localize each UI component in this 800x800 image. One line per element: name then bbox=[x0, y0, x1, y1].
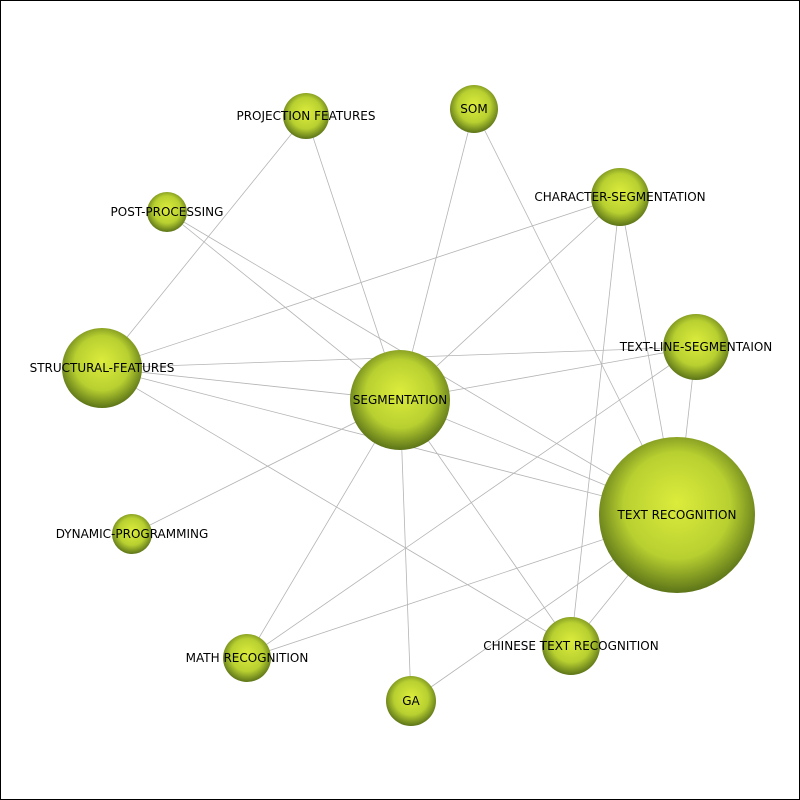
edge-segmentation-ga bbox=[399, 399, 412, 702]
edge-character-segmentation-chinese-text-recognition bbox=[570, 196, 621, 647]
node-label-dynamic-programming: DYNAMIC-PROGRAMMING bbox=[56, 527, 209, 541]
node-label-text-line-segmentaion: TEXT-LINE-SEGMENTAION bbox=[619, 340, 773, 354]
node-label-segmentation: SEGMENTATION bbox=[353, 393, 447, 407]
node-character-segmentation[interactable] bbox=[591, 168, 649, 226]
node-label-ga: GA bbox=[402, 694, 420, 708]
node-dynamic-programming[interactable] bbox=[112, 514, 152, 554]
node-text-line-segmentaion[interactable] bbox=[663, 314, 729, 380]
edge-text-line-segmentaion-segmentation bbox=[399, 346, 697, 401]
node-chinese-text-recognition[interactable] bbox=[542, 617, 600, 675]
node-post-processing[interactable] bbox=[147, 192, 187, 232]
node-math-recognition[interactable] bbox=[223, 634, 271, 682]
node-label-som: SOM bbox=[460, 102, 487, 116]
label-layer: SEGMENTATION TEXT RECOGNITION STRUCTURAL-F… bbox=[30, 102, 773, 708]
node-label-chinese-text-recognition: CHINESE TEXT RECOGNITION bbox=[483, 639, 658, 653]
node-label-character-segmentation: CHARACTER-SEGMENTATION bbox=[534, 190, 705, 204]
node-structural-features[interactable] bbox=[62, 328, 142, 408]
node-label-projection-features: PROJECTION FEATURES bbox=[236, 109, 375, 123]
node-text-recognition[interactable] bbox=[599, 437, 755, 593]
node-label-structural-features: STRUCTURAL-FEATURES bbox=[30, 361, 175, 375]
node-segmentation[interactable] bbox=[350, 350, 450, 450]
node-label-text-recognition: TEXT RECOGNITION bbox=[617, 508, 737, 522]
node-label-math-recognition: MATH RECOGNITION bbox=[186, 651, 309, 665]
node-ga[interactable] bbox=[386, 676, 436, 726]
node-som[interactable] bbox=[450, 85, 498, 133]
edge-som-segmentation bbox=[399, 108, 475, 401]
node-label-post-processing: POST-PROCESSING bbox=[111, 205, 224, 219]
node-projection-features[interactable] bbox=[283, 93, 329, 139]
node-layer bbox=[62, 85, 755, 726]
edge-character-segmentation-structural-features bbox=[101, 196, 621, 369]
